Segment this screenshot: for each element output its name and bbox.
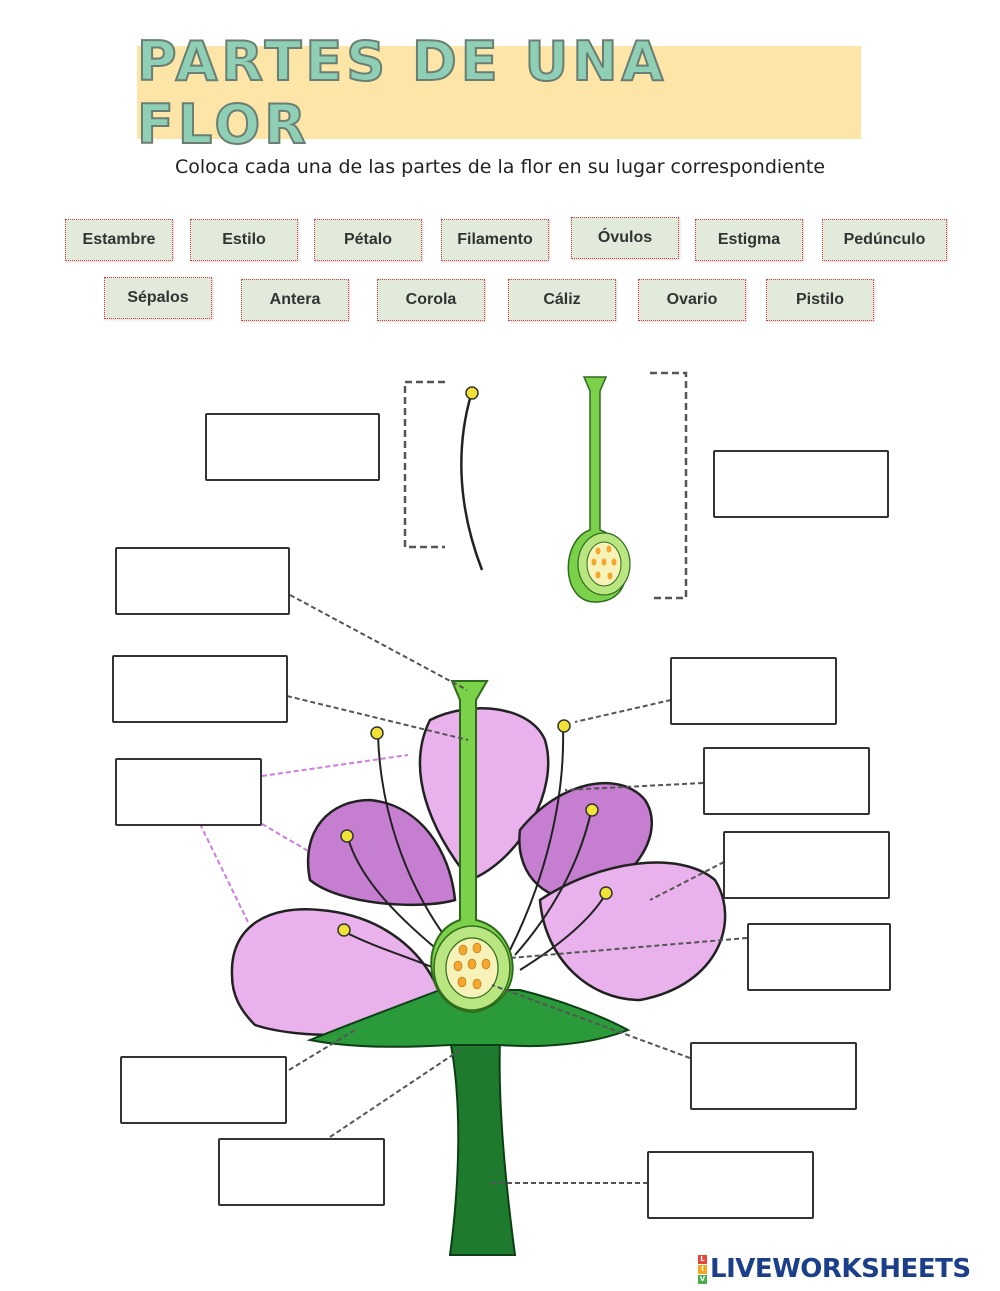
page-title: PARTES DE UNA FLOR (136, 29, 668, 157)
pistil-detail (567, 371, 688, 603)
answer-box-8[interactable] (723, 831, 890, 899)
word-chip-caliz[interactable]: Cáliz (508, 279, 616, 321)
word-chip-petalo[interactable]: Pétalo (314, 219, 422, 261)
pistil (430, 680, 514, 1014)
answer-box-6[interactable] (670, 657, 837, 725)
stamens (344, 727, 606, 976)
anthers (337, 719, 613, 937)
answer-box-9[interactable] (747, 923, 891, 991)
answer-box-3[interactable] (115, 547, 290, 615)
word-chip-estigma[interactable]: Estigma (695, 219, 803, 261)
word-chip-ovario[interactable]: Ovario (638, 279, 746, 321)
word-chip-pistilo[interactable]: Pistilo (766, 279, 874, 321)
liveworksheets-logo: L I V LIVEWORKSHEETS (698, 1252, 971, 1286)
title-banner: PARTES DE UNA FLOR (136, 29, 861, 157)
word-chip-peduculo[interactable]: Pedúnculo (822, 219, 947, 261)
leader-lines (199, 594, 748, 1184)
answer-box-10[interactable] (690, 1042, 857, 1110)
stamen-detail (403, 380, 484, 571)
word-chip-sepalos[interactable]: Sépalos (104, 277, 212, 319)
answer-box-5[interactable] (115, 758, 262, 826)
word-chip-estambre[interactable]: Estambre (65, 219, 173, 261)
answer-box-2[interactable] (713, 450, 889, 518)
stem (306, 989, 631, 1256)
word-chip-antera[interactable]: Antera (241, 279, 349, 321)
logo-text: LIVEWORKSHEETS (710, 1254, 971, 1284)
answer-box-4[interactable] (112, 655, 288, 723)
word-chip-filamento[interactable]: Filamento (441, 219, 549, 261)
answer-box-11[interactable] (120, 1056, 287, 1124)
word-chip-estilo[interactable]: Estilo (190, 219, 298, 261)
word-chip-corola[interactable]: Corola (377, 279, 485, 321)
answer-box-12[interactable] (218, 1138, 385, 1206)
answer-box-13[interactable] (647, 1151, 814, 1219)
word-chip-ovulos[interactable]: Óvulos (571, 217, 679, 259)
instructions: Coloca cada una de las partes de la flor… (174, 156, 826, 178)
answer-box-7[interactable] (703, 747, 870, 815)
answer-box-1[interactable] (205, 413, 380, 481)
liveworksheets-logo-mark: L I V (698, 1254, 707, 1284)
